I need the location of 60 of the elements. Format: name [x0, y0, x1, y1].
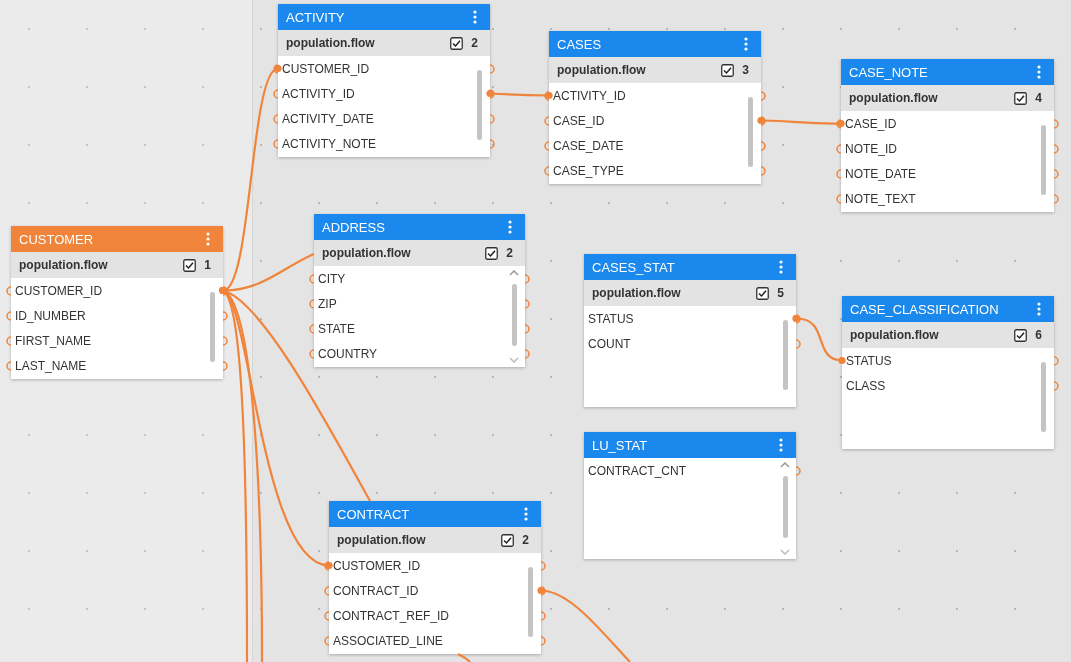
table-number: 2	[506, 245, 513, 262]
field-name: STATUS	[846, 352, 892, 370]
schema-name: population.flow	[849, 90, 939, 107]
field-name: COUNT	[588, 335, 631, 353]
field-name: CONTRACT_REF_ID	[333, 607, 449, 625]
field-name: ACTIVITY_NOTE	[282, 135, 376, 153]
connector-line	[537, 586, 631, 662]
table-title: ACTIVITY	[286, 10, 345, 24]
schema-name: population.flow	[557, 62, 647, 79]
field-name: CITY	[318, 270, 346, 288]
connector-line	[792, 314, 846, 365]
table-title: LU_STAT	[592, 438, 648, 452]
field-name: ACTIVITY_ID	[282, 85, 355, 103]
table-number: 5	[777, 285, 784, 302]
field-name: CONTRACT_ID	[333, 582, 419, 600]
field-name: FIRST_NAME	[15, 332, 91, 350]
table-title: CONTRACT	[337, 507, 410, 521]
field-name: ACTIVITY_ID	[553, 87, 626, 105]
field-name: CASE_DATE	[553, 137, 624, 155]
field-name: STATE	[318, 320, 355, 338]
table-number: 6	[1035, 327, 1042, 344]
field-name: ASSOCIATED_LINE	[333, 632, 443, 650]
field-name: ID_NUMBER	[15, 307, 86, 325]
field-name: LAST_NAME	[15, 357, 87, 375]
field-name: CASE_ID	[553, 112, 605, 130]
table-number: 4	[1035, 90, 1042, 107]
field-name: CUSTOMER_ID	[333, 557, 421, 575]
table-number: 1	[204, 257, 211, 274]
connector-line	[457, 653, 471, 662]
field-name: ACTIVITY_DATE	[282, 110, 374, 128]
table-number: 3	[742, 62, 749, 79]
field-name: ZIP	[318, 295, 337, 313]
table-title: CUSTOMER	[19, 232, 94, 246]
schema-name: population.flow	[850, 327, 940, 344]
table-title: CASE_CLASSIFICATION	[850, 302, 999, 316]
field-name: NOTE_DATE	[845, 165, 917, 183]
schema-name: population.flow	[592, 285, 682, 302]
field-name: NOTE_ID	[845, 140, 897, 158]
field-name: NOTE_TEXT	[845, 190, 916, 208]
connector-line	[486, 89, 553, 100]
field-name: COUNTRY	[318, 345, 378, 363]
table-title: ADDRESS	[322, 220, 385, 234]
field-name: STATUS	[588, 310, 634, 328]
field-name: CASE_ID	[845, 115, 897, 133]
table-number: 2	[522, 532, 529, 549]
schema-name: population.flow	[19, 257, 109, 274]
schema-name: population.flow	[286, 35, 376, 52]
table-title: CASES	[557, 37, 602, 51]
connector-line	[757, 116, 845, 128]
schema-name: population.flow	[322, 245, 412, 262]
table-title: CASES_STAT	[592, 260, 675, 274]
field-name: CLASS	[846, 377, 886, 395]
table-title: CASE_NOTE	[849, 65, 928, 79]
connector-line	[219, 286, 264, 662]
field-name: CASE_TYPE	[553, 162, 624, 180]
schema-name: population.flow	[337, 532, 427, 549]
field-name: CUSTOMER_ID	[15, 282, 103, 300]
field-name: CONTRACT_CNT	[588, 462, 686, 480]
table-number: 2	[471, 35, 478, 52]
field-name: CUSTOMER_ID	[282, 60, 370, 78]
